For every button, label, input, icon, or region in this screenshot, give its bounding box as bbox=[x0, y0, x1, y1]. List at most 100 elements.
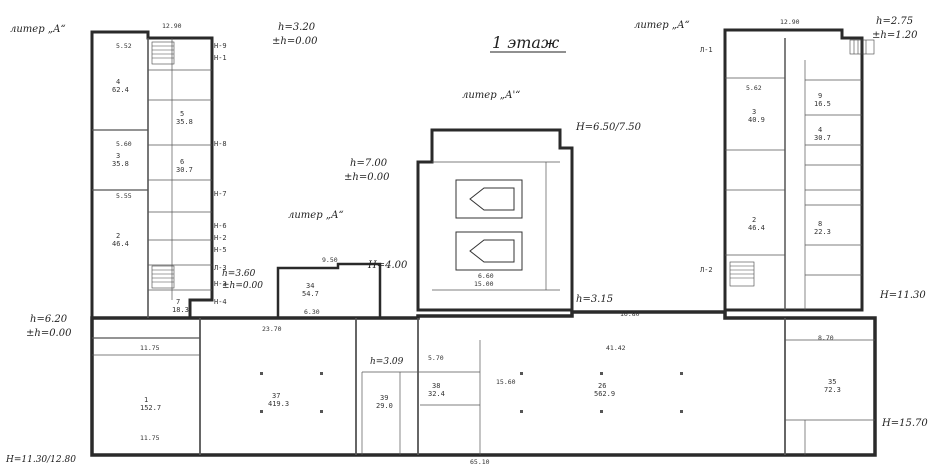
height-center: H=6.50/7.50 bbox=[575, 122, 642, 133]
main-hall-wall bbox=[90, 310, 877, 457]
dimension: 15.00 bbox=[474, 280, 494, 288]
svg-text:1: 1 bbox=[144, 396, 148, 404]
dimension: 11.75 bbox=[140, 434, 160, 442]
room-label: 340.9 bbox=[748, 108, 765, 124]
svg-text:16.5: 16.5 bbox=[814, 100, 831, 108]
dimension: 6.30 bbox=[304, 308, 320, 316]
height-left-delta: ±h=0.00 bbox=[26, 328, 72, 339]
height-right-top-delta: ±h=1.20 bbox=[872, 30, 918, 41]
room-label: 718.3 bbox=[172, 298, 189, 314]
room-label: 335.8 bbox=[112, 152, 129, 168]
svg-text:40.9: 40.9 bbox=[748, 116, 765, 124]
room-label: 246.4 bbox=[748, 216, 765, 232]
height-309: h=3.09 bbox=[370, 357, 404, 367]
svg-text:18.3: 18.3 bbox=[172, 306, 189, 314]
letter-label-left-top: литер „А“ bbox=[10, 24, 66, 35]
svg-text:22.3: 22.3 bbox=[814, 228, 831, 236]
svg-text:2: 2 bbox=[116, 232, 120, 240]
dimension: 12.90 bbox=[162, 22, 182, 30]
right-wing-wall bbox=[723, 28, 864, 312]
svg-text:46.4: 46.4 bbox=[748, 224, 765, 232]
height-left-top: h=3.20 bbox=[278, 22, 316, 33]
exit-label: Л-1 bbox=[700, 46, 713, 54]
dimension: 12.90 bbox=[780, 18, 800, 26]
svg-text:54.7: 54.7 bbox=[302, 290, 319, 298]
exit-label: Н-8 bbox=[214, 140, 227, 148]
dimension: 6.60 bbox=[478, 272, 494, 280]
dimension: 5.55 bbox=[116, 192, 132, 200]
svg-text:5: 5 bbox=[180, 110, 184, 118]
height-right-bottom: H=15.70 bbox=[881, 418, 928, 429]
room-label: 630.7 bbox=[176, 158, 193, 174]
height-mid-delta: ±h=0.00 bbox=[344, 172, 390, 183]
letter-label-center: литер „А'“ bbox=[462, 90, 520, 101]
svg-text:152.7: 152.7 bbox=[140, 404, 161, 412]
exit-label: Н-7 bbox=[214, 190, 227, 198]
center-block-wall bbox=[416, 128, 574, 312]
svg-text:29.0: 29.0 bbox=[376, 402, 393, 410]
letter-label-middle: литер „А“ bbox=[288, 210, 344, 221]
stair-right-bottom bbox=[729, 261, 755, 287]
dimension: 65.10 bbox=[470, 458, 490, 466]
exit-label: Н-6 bbox=[214, 222, 227, 230]
exit-label: Н-1 bbox=[214, 54, 227, 62]
exit-label: Н-4 bbox=[214, 298, 227, 306]
height-right-top: h=2.75 bbox=[876, 16, 913, 27]
exit-label: Л-3 bbox=[214, 264, 227, 272]
svg-text:562.9: 562.9 bbox=[594, 390, 615, 398]
height-left-top-delta: ±h=0.00 bbox=[272, 36, 318, 47]
height-400: H=4.00 bbox=[367, 260, 408, 271]
dimension: 5.52 bbox=[116, 42, 132, 50]
partitions bbox=[92, 38, 875, 455]
stair-left-bottom bbox=[151, 265, 175, 289]
letter-label-right-top: литер „А“ bbox=[634, 20, 690, 31]
outer-walls bbox=[90, 28, 877, 457]
annex-wall bbox=[276, 262, 382, 320]
svg-text:4: 4 bbox=[818, 126, 822, 134]
dimension: 11.75 bbox=[140, 344, 160, 352]
svg-text:419.3: 419.3 bbox=[268, 400, 289, 408]
room-label: 246.4 bbox=[112, 232, 129, 248]
svg-text:6: 6 bbox=[180, 158, 184, 166]
room-label: 462.4 bbox=[112, 78, 129, 94]
exit-label: Н-9 bbox=[214, 42, 227, 50]
stairs bbox=[151, 39, 875, 289]
dimension: 16.80 bbox=[620, 310, 640, 318]
dimension: 5.60 bbox=[116, 140, 132, 148]
height-marks: h=3.20 ±h=0.00 h=2.75 ±h=1.20 H=6.50/7.5… bbox=[5, 16, 928, 465]
dimension: 5.70 bbox=[428, 354, 444, 362]
dimension: 23.70 bbox=[262, 325, 282, 333]
svg-text:39: 39 bbox=[380, 394, 388, 402]
dimension: 41.42 bbox=[606, 344, 626, 352]
dimension: 5.62 bbox=[746, 84, 762, 92]
svg-text:32.4: 32.4 bbox=[428, 390, 445, 398]
svg-text:4: 4 bbox=[116, 78, 120, 86]
height-right: H=11.30 bbox=[879, 290, 926, 301]
svg-text:35.8: 35.8 bbox=[176, 118, 193, 126]
columns bbox=[260, 372, 683, 413]
room-label: 430.7 bbox=[814, 126, 831, 142]
dimension: 8.70 bbox=[818, 334, 834, 342]
exit-label: Л-2 bbox=[700, 266, 713, 274]
svg-text:35: 35 bbox=[828, 378, 836, 386]
svg-text:26: 26 bbox=[598, 382, 606, 390]
equipment-symbols bbox=[455, 179, 523, 271]
svg-text:9: 9 bbox=[818, 92, 822, 100]
svg-text:8: 8 bbox=[818, 220, 822, 228]
height-mid: h=7.00 bbox=[350, 158, 388, 169]
dimensions: 12.90 12.90 65.10 16.80 23.70 11.75 11.7… bbox=[116, 18, 834, 466]
height-bottom-left: H=11.30/12.80 bbox=[5, 455, 76, 465]
room-label: 916.5 bbox=[814, 92, 831, 108]
height-left: h=6.20 bbox=[30, 314, 68, 325]
stair-right-top bbox=[849, 39, 875, 55]
exit-label: Н-3 bbox=[214, 280, 227, 288]
svg-text:30.7: 30.7 bbox=[814, 134, 831, 142]
dimension: 15.60 bbox=[496, 378, 516, 386]
stair-left-top bbox=[151, 41, 175, 65]
